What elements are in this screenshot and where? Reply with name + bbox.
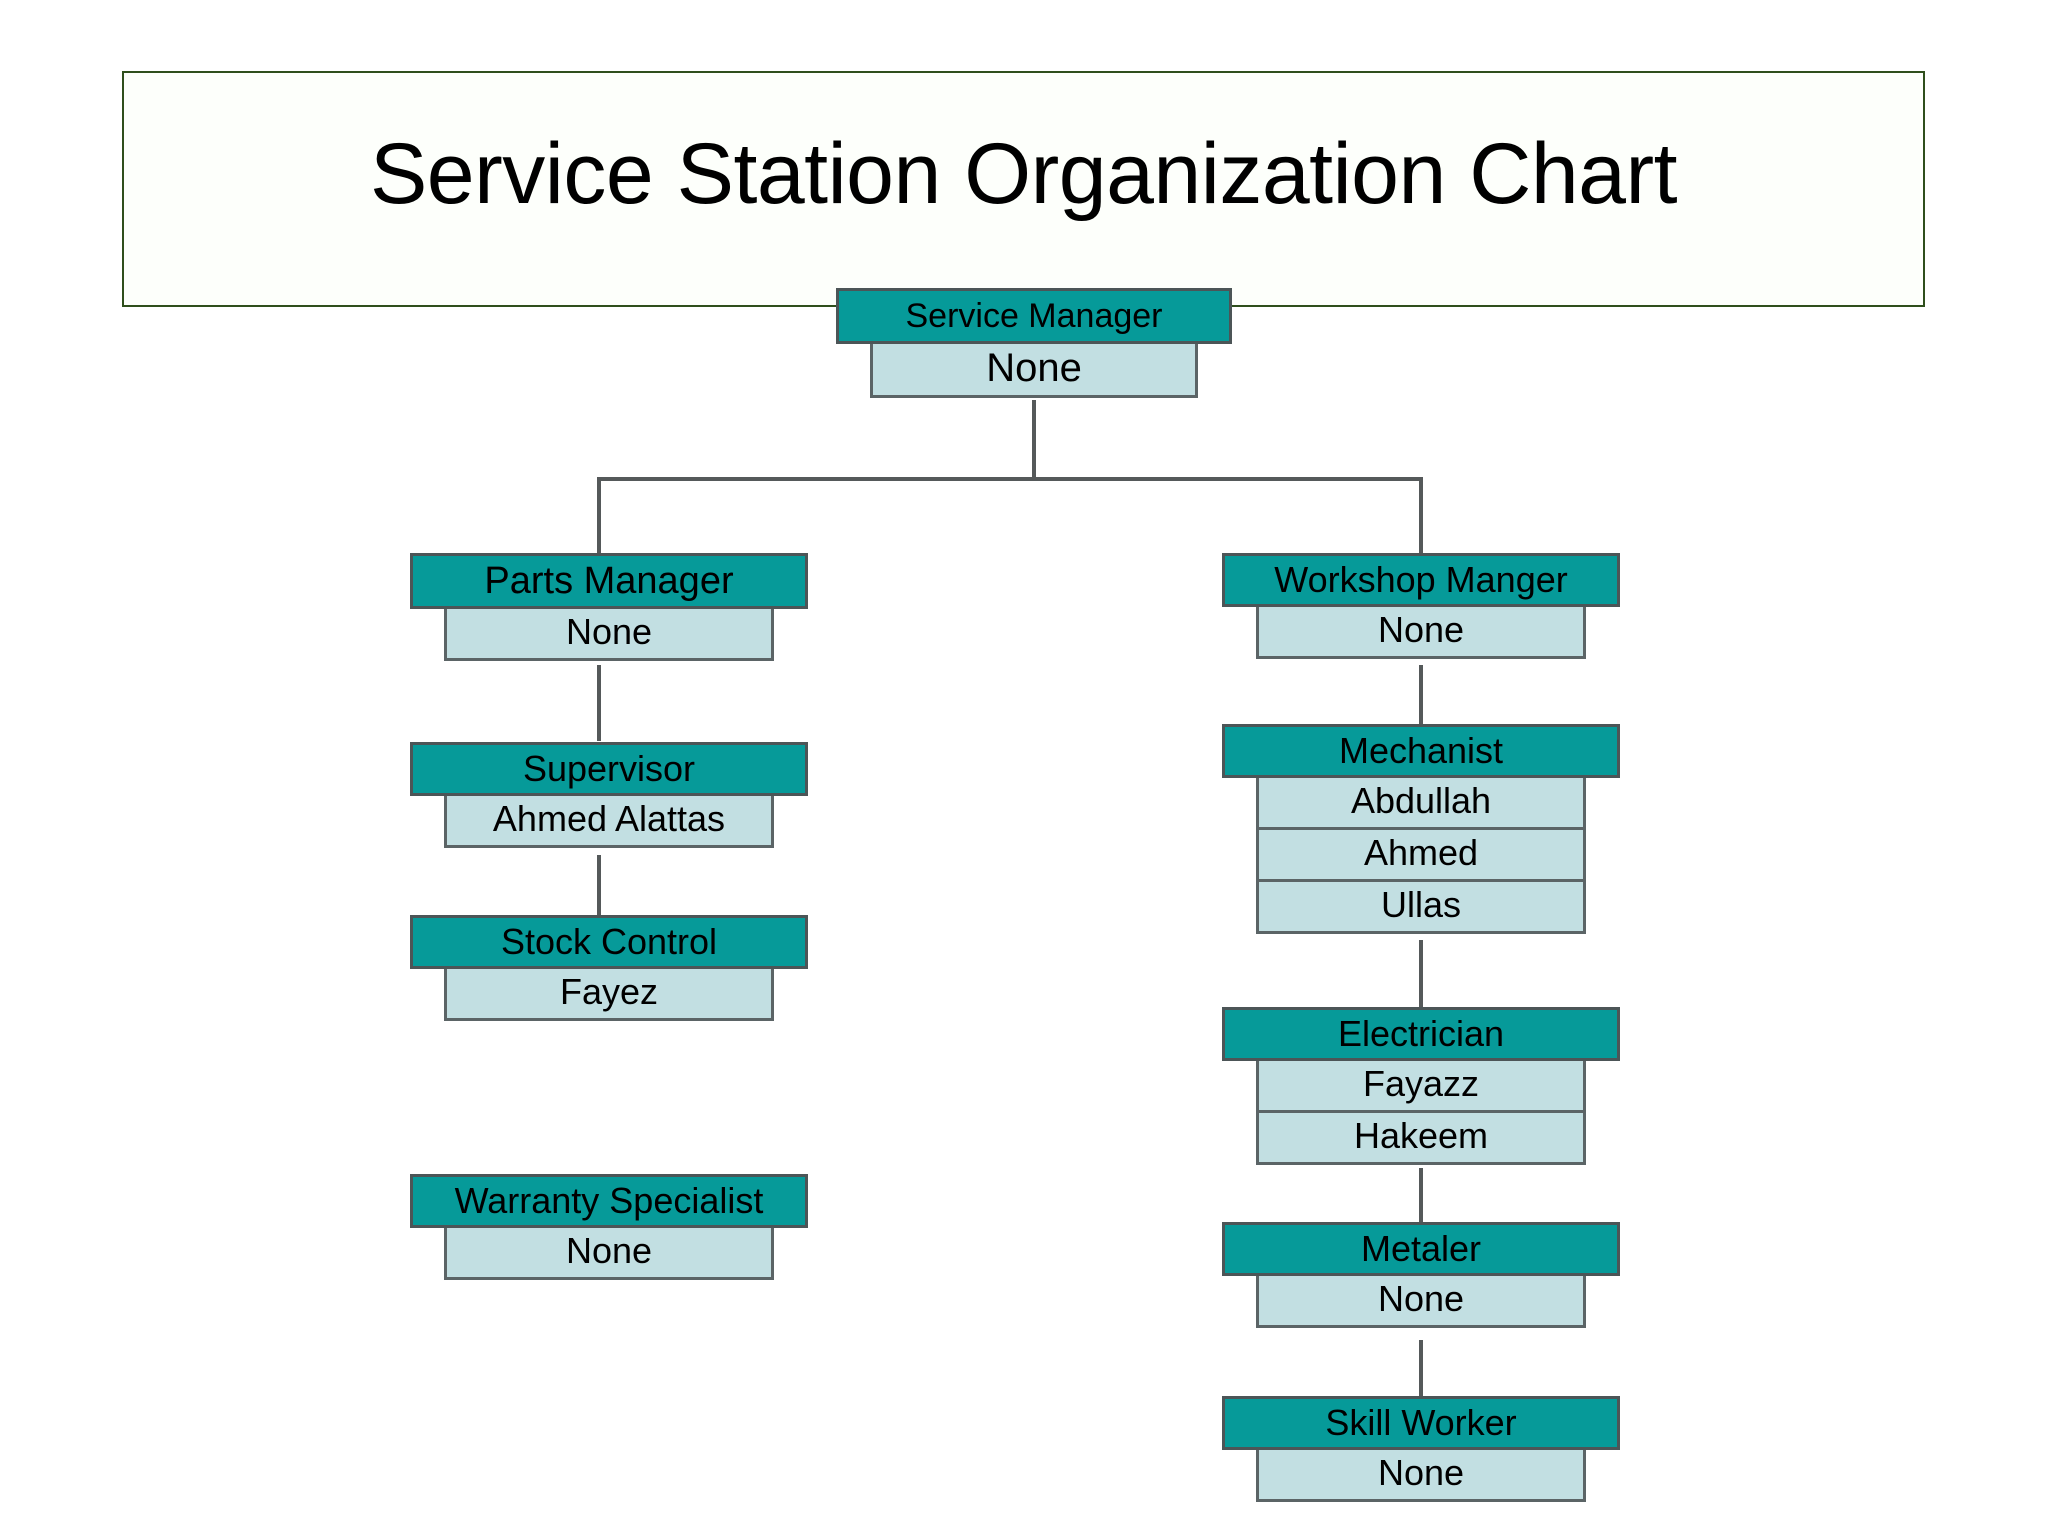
node-electrician-people: Fayazz Hakeem xyxy=(1222,1061,1620,1165)
page-title: Service Station Organization Chart xyxy=(369,126,1678,222)
node-mechanist-person: Abdullah xyxy=(1256,778,1586,830)
connector-workshop-to-mechanist xyxy=(1419,665,1423,724)
connector-electrician-to-metaler xyxy=(1419,1168,1423,1222)
node-warranty-specialist-person: None xyxy=(444,1228,774,1280)
connector-root-stem xyxy=(1032,400,1036,480)
node-workshop-manger-role: Workshop Manger xyxy=(1222,553,1620,607)
node-supervisor[interactable]: Supervisor Ahmed Alattas xyxy=(410,742,808,848)
node-electrician[interactable]: Electrician Fayazz Hakeem xyxy=(1222,1007,1620,1165)
node-supervisor-person: Ahmed Alattas xyxy=(444,796,774,848)
node-skill-worker-people: None xyxy=(1222,1450,1620,1502)
node-metaler-role: Metaler xyxy=(1222,1222,1620,1276)
node-skill-worker-role: Skill Worker xyxy=(1222,1396,1620,1450)
node-metaler-people: None xyxy=(1222,1276,1620,1328)
node-warranty-specialist[interactable]: Warranty Specialist None xyxy=(410,1174,808,1280)
connector-root-bus xyxy=(597,477,1423,481)
connector-metaler-to-skill-worker xyxy=(1419,1340,1423,1399)
node-warranty-specialist-people: None xyxy=(410,1228,808,1280)
node-mechanist-person: Ahmed xyxy=(1256,830,1586,882)
node-skill-worker-person: None xyxy=(1256,1450,1586,1502)
connector-supervisor-to-stock xyxy=(597,855,601,928)
node-mechanist-people: Abdullah Ahmed Ullas xyxy=(1222,778,1620,934)
node-metaler[interactable]: Metaler None xyxy=(1222,1222,1620,1328)
title-frame xyxy=(122,71,1925,307)
connector-to-workshop-manger xyxy=(1419,477,1423,554)
node-skill-worker[interactable]: Skill Worker None xyxy=(1222,1396,1620,1502)
node-stock-control-role: Stock Control xyxy=(410,915,808,969)
node-warranty-specialist-role: Warranty Specialist xyxy=(410,1174,808,1228)
node-mechanist[interactable]: Mechanist Abdullah Ahmed Ullas xyxy=(1222,724,1620,934)
node-electrician-person: Hakeem xyxy=(1256,1113,1586,1165)
node-stock-control-person: Fayez xyxy=(444,969,774,1021)
node-electrician-person: Fayazz xyxy=(1256,1061,1586,1113)
node-stock-control[interactable]: Stock Control Fayez xyxy=(410,915,808,1021)
node-mechanist-role: Mechanist xyxy=(1222,724,1620,778)
connector-parts-to-supervisor xyxy=(597,665,601,741)
node-parts-manager-role: Parts Manager xyxy=(410,553,808,609)
node-workshop-manger-people: None xyxy=(1222,607,1620,659)
node-service-manager[interactable]: Service Manager None xyxy=(836,288,1232,398)
connector-to-parts-manager xyxy=(597,477,601,554)
node-parts-manager-people: None xyxy=(410,609,808,661)
node-parts-manager-person: None xyxy=(444,609,774,661)
node-supervisor-role: Supervisor xyxy=(410,742,808,796)
connector-mechanist-to-electrician xyxy=(1419,940,1423,1007)
node-metaler-person: None xyxy=(1256,1276,1586,1328)
node-electrician-role: Electrician xyxy=(1222,1007,1620,1061)
node-workshop-manger-person: None xyxy=(1256,607,1586,659)
node-workshop-manger[interactable]: Workshop Manger None xyxy=(1222,553,1620,659)
node-service-manager-people: None xyxy=(836,344,1232,398)
node-service-manager-person: None xyxy=(870,344,1198,398)
node-service-manager-role: Service Manager xyxy=(836,288,1232,344)
node-parts-manager[interactable]: Parts Manager None xyxy=(410,553,808,661)
node-supervisor-people: Ahmed Alattas xyxy=(410,796,808,848)
node-stock-control-people: Fayez xyxy=(410,969,808,1021)
node-mechanist-person: Ullas xyxy=(1256,882,1586,934)
